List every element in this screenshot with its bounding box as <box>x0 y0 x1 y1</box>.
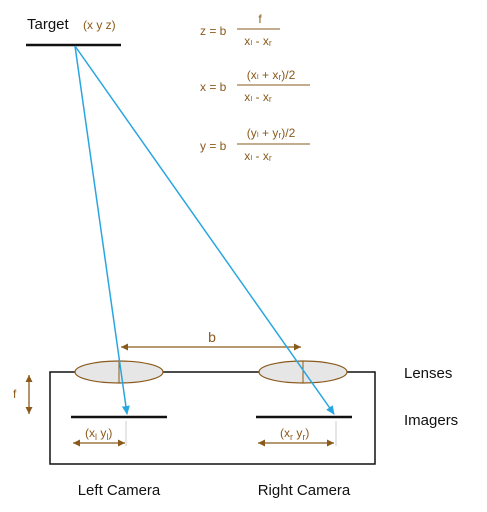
equation-y-denominator: xₗ - xᵣ <box>244 149 272 163</box>
equation-x-denominator: xₗ - xᵣ <box>244 90 272 104</box>
right-ray <box>74 45 335 415</box>
left-image-y-subscript: l <box>106 432 108 442</box>
equation-z-denominator: xₗ - xᵣ <box>244 34 272 48</box>
equation-z: z = b f xₗ - xᵣ <box>200 12 280 48</box>
equation-z-numerator: f <box>258 12 262 26</box>
imagers-label: Imagers <box>404 412 458 429</box>
equation-x-numerator: (xₗ + xᵣ)/2 <box>247 68 296 82</box>
equation-x-lhs: x = b <box>200 80 227 94</box>
equation-y-lhs: y = b <box>200 139 227 153</box>
right-image-y-subscript: r <box>302 432 305 442</box>
left-camera-label: Left Camera <box>78 482 161 499</box>
target-coordinates: (x y z) <box>83 18 116 32</box>
camera-body <box>49 371 376 465</box>
equation-z-lhs: z = b <box>200 24 227 38</box>
left-ray <box>74 45 130 415</box>
focal-length-label: f <box>13 387 17 401</box>
equation-x: x = b (xₗ + xᵣ)/2 xₗ - xᵣ <box>200 68 310 104</box>
right-image-x-subscript: r <box>290 432 293 442</box>
right-image-point: (xr yr) <box>280 426 309 442</box>
left-image-x-subscript: l <box>95 432 97 442</box>
target-label: Target <box>27 16 70 33</box>
right-camera-label: Right Camera <box>258 482 351 499</box>
equation-y-numerator: (yₗ + yᵣ)/2 <box>247 126 296 140</box>
left-image-point: (xl yl) <box>85 426 112 442</box>
lenses-label: Lenses <box>404 365 452 382</box>
baseline-label: b <box>208 329 216 345</box>
equation-y: y = b (yₗ + yᵣ)/2 xₗ - xᵣ <box>200 126 310 163</box>
